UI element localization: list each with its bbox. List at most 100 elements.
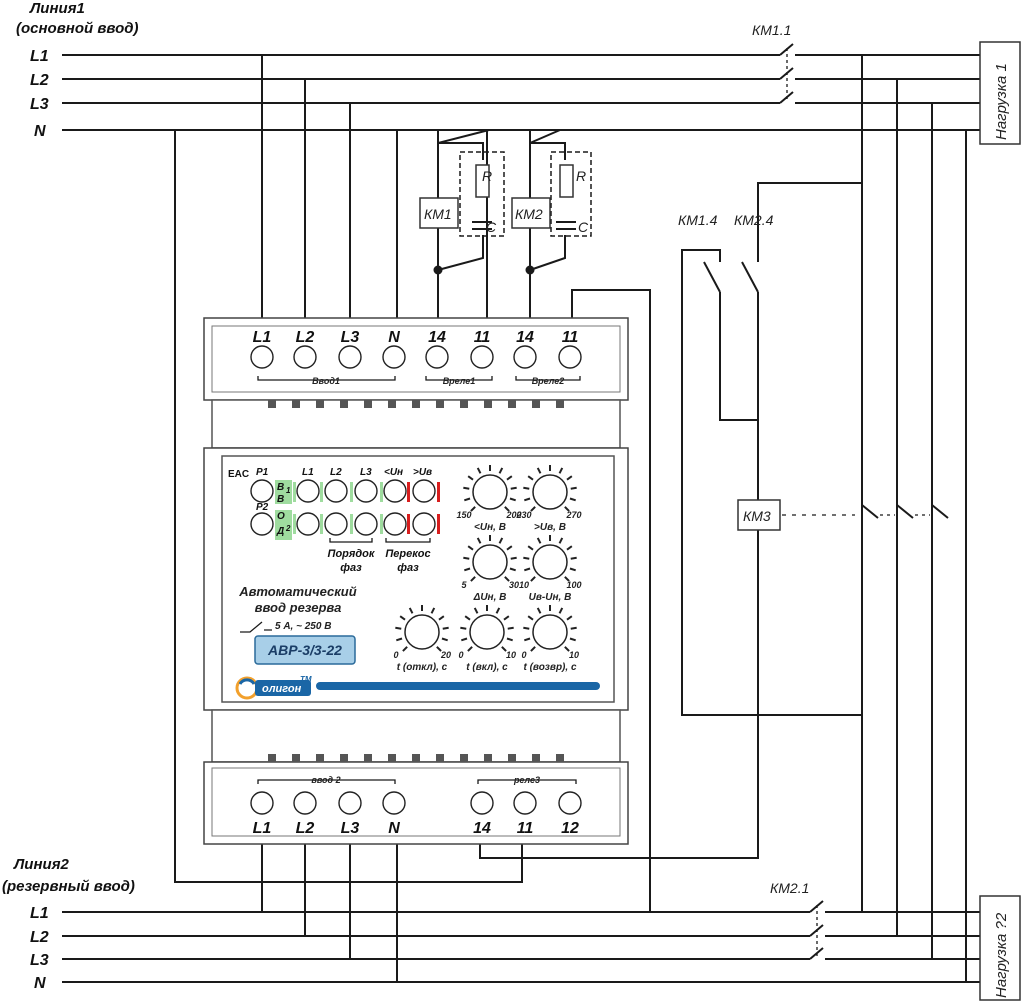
model-label: АВР-3/3-22 bbox=[267, 642, 342, 658]
knob-tick bbox=[564, 576, 570, 582]
knob-tick bbox=[530, 576, 536, 582]
load-2-box bbox=[979, 895, 1021, 1001]
knob-tick bbox=[506, 475, 513, 481]
knob-min-label: 230 bbox=[515, 510, 531, 520]
led-label: L2 bbox=[330, 467, 342, 478]
knobs bbox=[395, 465, 577, 652]
knob-min-label: 0 bbox=[458, 650, 463, 660]
knob-tick bbox=[524, 497, 531, 502]
knob-tick bbox=[536, 467, 542, 474]
top-term-label: L3 bbox=[341, 329, 360, 346]
knob-tick bbox=[476, 467, 482, 474]
line2-l1-label: L1 bbox=[30, 905, 49, 922]
knob-tick bbox=[569, 497, 576, 502]
knob-tick bbox=[569, 567, 576, 572]
led-label: L3 bbox=[360, 467, 372, 478]
knob-tick bbox=[467, 475, 474, 481]
vvod-letter: О bbox=[277, 511, 285, 522]
led-label: L1 bbox=[302, 467, 314, 478]
knob-tick bbox=[436, 646, 442, 652]
contact-km21-label: КМ2.1 bbox=[770, 880, 809, 896]
coil-km1-label: КМ1 bbox=[424, 206, 452, 222]
capacitor-icon bbox=[472, 221, 492, 230]
knob-tick bbox=[476, 537, 482, 544]
p2-label: Р2 bbox=[256, 502, 269, 513]
line2-buses bbox=[62, 900, 980, 983]
knob-tick bbox=[558, 607, 564, 614]
knob-tick bbox=[399, 615, 406, 621]
km3-control-circuit bbox=[479, 182, 949, 859]
knob-tick bbox=[498, 467, 504, 474]
knob-max-label: 270 bbox=[565, 510, 581, 520]
adjust-knob bbox=[532, 474, 568, 510]
vvod-letter: Д bbox=[276, 526, 284, 537]
knob-tick bbox=[504, 506, 510, 512]
eac-mark: EAC bbox=[228, 469, 249, 480]
resistor-icon bbox=[559, 164, 574, 198]
knob-tick bbox=[460, 626, 467, 630]
resistor-icon bbox=[475, 164, 490, 198]
km-auxiliary-contacts bbox=[703, 261, 759, 293]
group-input2: ввод 2 bbox=[311, 775, 340, 785]
knob-max-label: 10 bbox=[569, 650, 579, 660]
line1-buses bbox=[62, 43, 980, 131]
group-relay3: реле3 bbox=[513, 775, 540, 785]
knob-tick bbox=[504, 576, 510, 582]
km-coil-circuits bbox=[419, 129, 651, 912]
line1-l1-label: L1 bbox=[30, 48, 49, 65]
rc2-c-label: C bbox=[578, 219, 589, 235]
terminal-top-14a bbox=[425, 345, 449, 369]
rating-label: 5 А, ~ 250 В bbox=[275, 621, 331, 632]
knob-tick bbox=[566, 545, 573, 551]
top-term-label: L2 bbox=[296, 329, 315, 346]
vvod-num: 2 bbox=[285, 524, 291, 533]
terminal-bottom-14 bbox=[470, 791, 494, 815]
product-title: ввод резерва bbox=[255, 600, 342, 615]
adjust-knob bbox=[472, 474, 508, 510]
group-input1: Ввод1 bbox=[312, 376, 340, 386]
knob-tick bbox=[467, 545, 474, 551]
bottom-term-label: 12 bbox=[561, 820, 579, 837]
km2-coil bbox=[511, 197, 551, 229]
terminal-bottom-12 bbox=[558, 791, 582, 815]
terminal-bottom-l1 bbox=[250, 791, 274, 815]
knob-tick bbox=[530, 506, 536, 512]
brand-label: олигон bbox=[262, 683, 302, 695]
knob-tick bbox=[470, 576, 476, 582]
coil-km3-label: КМ3 bbox=[743, 508, 771, 524]
knob-tick bbox=[463, 486, 470, 490]
knob-tick bbox=[570, 556, 577, 560]
group-relay1: Вреле1 bbox=[443, 376, 476, 386]
terminal-top-14b bbox=[513, 345, 537, 369]
knob-tick bbox=[510, 486, 517, 490]
knob-tick bbox=[570, 486, 577, 490]
phase-order-label: фаз bbox=[340, 562, 362, 574]
knob-tick bbox=[564, 646, 570, 652]
knob-max-label: 200 bbox=[505, 510, 521, 520]
knob-tick bbox=[464, 567, 471, 572]
knob-tick bbox=[501, 646, 507, 652]
km1-coil bbox=[419, 197, 459, 229]
load-2-label: Нагрузка ?2 bbox=[993, 912, 1010, 998]
led-p1 bbox=[250, 479, 274, 503]
capacitor-icon bbox=[556, 221, 576, 230]
input1-drops bbox=[174, 55, 523, 883]
led-panel bbox=[250, 479, 440, 543]
rc1-r-label: R bbox=[482, 168, 492, 184]
brand-stripe bbox=[316, 682, 600, 690]
terminal-bottom-l3 bbox=[338, 791, 362, 815]
knob-tick bbox=[467, 646, 473, 652]
knob-tick bbox=[530, 646, 536, 652]
model-badge bbox=[254, 635, 356, 665]
line1-title: Линия1 bbox=[29, 0, 85, 17]
top-term-label: 14 bbox=[516, 329, 534, 346]
knob-tick bbox=[507, 626, 514, 630]
rc1-c-label: C bbox=[486, 219, 497, 235]
bottom-term-label: L2 bbox=[296, 820, 315, 837]
top-term-label: N bbox=[388, 329, 400, 346]
knob-tick bbox=[408, 607, 414, 614]
knob-tick bbox=[470, 506, 476, 512]
knob-label: t (откл), с bbox=[397, 662, 448, 673]
line2-l2-label: L2 bbox=[30, 929, 49, 946]
line2-subtitle: (резервный ввод) bbox=[2, 878, 135, 895]
